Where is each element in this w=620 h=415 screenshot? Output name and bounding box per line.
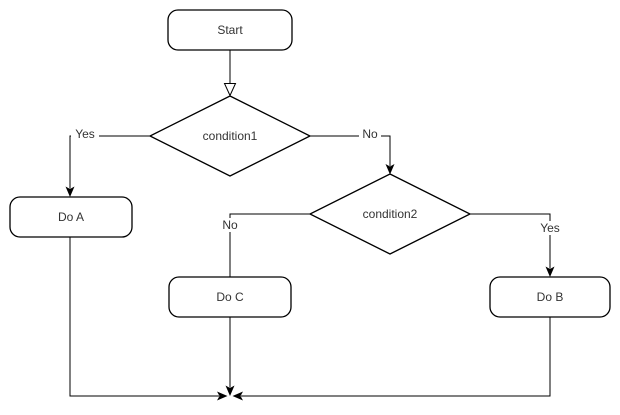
condition2-yes-label: Yes [540, 221, 560, 235]
edge-label-condition1-yes: Yes [71, 127, 99, 141]
open-arrowhead-condition1-icon [223, 83, 237, 97]
arrowhead-join-from-left-icon [217, 391, 228, 401]
edge-label-condition2-yes: Yes [536, 221, 564, 235]
condition2-yes-label-bg [536, 221, 564, 235]
condition2-label: condition2 [363, 207, 418, 221]
do-b-label: Do B [537, 290, 564, 304]
start-label: Start [217, 23, 243, 37]
condition2-no-label-bg [219, 218, 241, 232]
edge-condition2-no-to-do-c [229, 213, 310, 277]
arrowhead-do-a-icon [65, 186, 75, 197]
condition2-no-label: No [222, 218, 238, 232]
node-do-c: Do C [168, 276, 292, 318]
edge-labels: Yes No No Yes [71, 127, 564, 235]
start-shape [167, 9, 293, 51]
condition1-yes-label-bg [71, 127, 99, 141]
edge-condition2-yes-to-do-b [470, 213, 551, 269]
condition1-no-label: No [362, 127, 378, 141]
condition1-shape [148, 95, 312, 177]
condition1-no-label-bg [359, 127, 381, 141]
node-do-b: Do B [489, 276, 611, 318]
edges [65, 50, 555, 401]
do-a-label: Do A [58, 210, 84, 224]
do-b-shape [489, 276, 611, 318]
nodes: Start condition1 condition2 Do A Do C [9, 9, 611, 318]
node-start: Start [167, 9, 293, 51]
node-do-a: Do A [9, 196, 133, 238]
edge-do-a-to-join [69, 237, 219, 397]
arrowhead-do-b-icon [545, 266, 555, 277]
node-condition1: condition1 [148, 95, 312, 177]
edge-do-b-to-join [241, 317, 551, 397]
condition1-yes-label: Yes [75, 127, 95, 141]
condition1-label: condition1 [203, 129, 258, 143]
condition2-shape [308, 173, 472, 255]
edge-condition1-yes-to-do-a [69, 135, 150, 189]
edge-label-condition1-no: No [359, 127, 381, 141]
do-c-shape [168, 276, 292, 318]
edge-condition1-no-to-condition2 [310, 135, 391, 166]
do-c-label: Do C [216, 290, 244, 304]
do-a-shape [9, 196, 133, 238]
edge-label-condition2-no: No [219, 218, 241, 232]
arrowhead-join-from-right-icon [232, 391, 243, 401]
arrowhead-join-from-top-icon [225, 385, 235, 396]
node-condition2: condition2 [308, 173, 472, 255]
arrowhead-condition2-icon [385, 164, 395, 175]
